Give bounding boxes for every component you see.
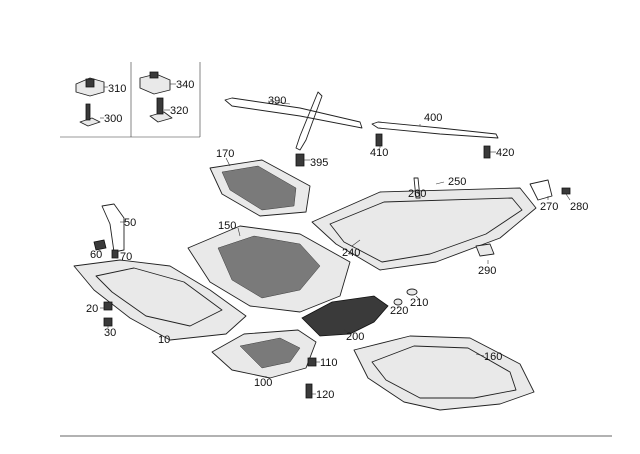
- label-200: 200: [346, 331, 364, 343]
- part-290-clip[interactable]: [475, 243, 495, 257]
- part-270-bracket[interactable]: [529, 179, 553, 201]
- label-270: 270: [540, 201, 558, 213]
- part-400-strut[interactable]: [371, 121, 499, 139]
- part-395-bolt[interactable]: [295, 153, 305, 167]
- leader-lines: [99, 83, 571, 395]
- part-20-clip[interactable]: [103, 301, 113, 311]
- part-300-screw[interactable]: [79, 103, 101, 127]
- label-290: 290: [478, 265, 496, 277]
- label-50: 50: [124, 217, 136, 229]
- part-150-panel[interactable]: [187, 225, 351, 313]
- fastener-inset: [60, 62, 201, 138]
- label-70: 70: [120, 251, 132, 263]
- label-240: 240: [342, 247, 360, 259]
- label-260: 260: [408, 188, 426, 200]
- part-120-bolt[interactable]: [305, 383, 313, 399]
- label-300: 300: [104, 113, 122, 125]
- part-280-clip[interactable]: [561, 187, 571, 195]
- part-410-bolt[interactable]: [375, 133, 383, 147]
- part-240-rear-panel[interactable]: [311, 187, 537, 271]
- label-220: 220: [390, 305, 408, 317]
- label-110: 110: [320, 357, 338, 369]
- part-160-rear-underbody-panel[interactable]: [353, 335, 535, 411]
- label-10: 10: [158, 334, 170, 346]
- label-210: 210: [410, 297, 428, 309]
- part-200-cover[interactable]: [301, 295, 389, 337]
- label-410: 410: [370, 147, 388, 159]
- part-420-bolt[interactable]: [483, 145, 491, 159]
- part-110-clip[interactable]: [307, 357, 317, 367]
- part-320-bolt[interactable]: [149, 97, 173, 123]
- part-170-panel[interactable]: [209, 159, 311, 217]
- label-390: 390: [268, 95, 286, 107]
- label-120: 120: [316, 389, 334, 401]
- part-340-nut[interactable]: [139, 71, 171, 95]
- label-310: 310: [108, 83, 126, 95]
- label-20: 20: [86, 303, 98, 315]
- part-260-bracket[interactable]: [413, 177, 421, 199]
- part-390-strut[interactable]: [224, 91, 363, 151]
- label-170: 170: [216, 148, 234, 160]
- part-100-panel[interactable]: [211, 329, 317, 379]
- part-50-bracket[interactable]: [101, 203, 125, 253]
- label-395: 395: [310, 157, 328, 169]
- label-160: 160: [484, 351, 502, 363]
- label-340: 340: [176, 79, 194, 91]
- label-30: 30: [104, 327, 116, 339]
- label-280: 280: [570, 201, 588, 213]
- label-420: 420: [496, 147, 514, 159]
- part-60-clip[interactable]: [93, 239, 107, 251]
- label-400: 400: [424, 112, 442, 124]
- label-150: 150: [218, 220, 236, 232]
- label-320: 320: [170, 105, 188, 117]
- label-100: 100: [254, 377, 272, 389]
- part-70-clip[interactable]: [111, 249, 119, 259]
- part-210-washer[interactable]: [406, 288, 418, 296]
- part-220-washer[interactable]: [393, 298, 403, 306]
- label-250: 250: [448, 176, 466, 188]
- part-310-clip[interactable]: [75, 77, 105, 97]
- part-30-clip[interactable]: [103, 317, 113, 327]
- label-60: 60: [90, 249, 102, 261]
